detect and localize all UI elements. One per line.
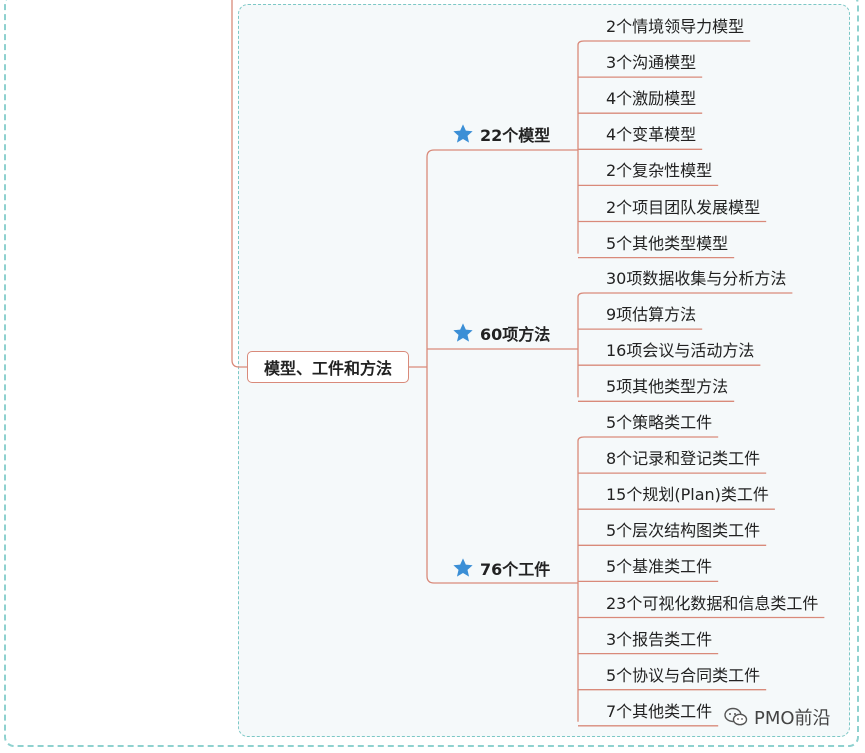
branch-label: 60项方法 [480,325,551,344]
wechat-icon [724,707,748,726]
leaf-node[interactable]: 4个激励模型 [606,89,697,109]
leaf-node[interactable]: 5个协议与合同类工件 [606,665,761,685]
star-icon [453,323,473,342]
leaf-node[interactable]: 8个记录和登记类工件 [606,449,761,469]
leaf-node[interactable]: 2个情境领导力模型 [606,17,745,36]
watermark-text: PMO前沿 [754,708,831,729]
leaf-underline [577,292,793,298]
leaf-node[interactable]: 3个沟通模型 [606,53,697,73]
parent-connector [231,0,247,368]
leaf-node[interactable]: 7个其他类工件 [606,701,713,721]
leaf-node[interactable]: 15个规划(Plan)类工件 [606,485,769,505]
leaf-node[interactable]: 5个策略类工件 [606,413,713,432]
watermark: PMO前沿 [724,704,831,730]
leaf-node[interactable]: 30项数据收集与分析方法 [606,269,787,288]
star-icon [453,124,473,143]
leaf-node[interactable]: 9项估算方法 [606,305,697,325]
branch-label: 76个工件 [480,560,551,579]
leaf-node[interactable]: 23个可视化数据和信息类工件 [606,593,819,613]
leaf-node[interactable]: 5个层次结构图类工件 [606,521,761,541]
branch-0[interactable]: 22个模型 [452,122,550,146]
leaf-node[interactable]: 5个其他类型模型 [606,233,729,253]
branch-2[interactable]: 76个工件 [452,556,550,580]
star-icon [453,558,473,577]
leaf-node[interactable]: 2个复杂性模型 [606,161,713,181]
leaf-node[interactable]: 4个变革模型 [606,125,697,145]
leaf-node[interactable]: 2个项目团队发展模型 [606,197,761,217]
leaf-underline [577,40,751,46]
leaf-node[interactable]: 5项其他类型方法 [606,377,729,397]
leaf-underline [577,436,719,442]
leaf-node[interactable]: 16项会议与活动方法 [606,341,755,361]
branch-1[interactable]: 60项方法 [452,321,550,345]
branch-label: 22个模型 [480,126,551,145]
root-node[interactable]: 模型、工件和方法 [247,351,409,383]
leaf-node[interactable]: 3个报告类工件 [606,629,713,649]
leaf-node[interactable]: 5个基准类工件 [606,557,713,577]
outer-frame [4,0,859,747]
trunk-connector [426,149,578,584]
